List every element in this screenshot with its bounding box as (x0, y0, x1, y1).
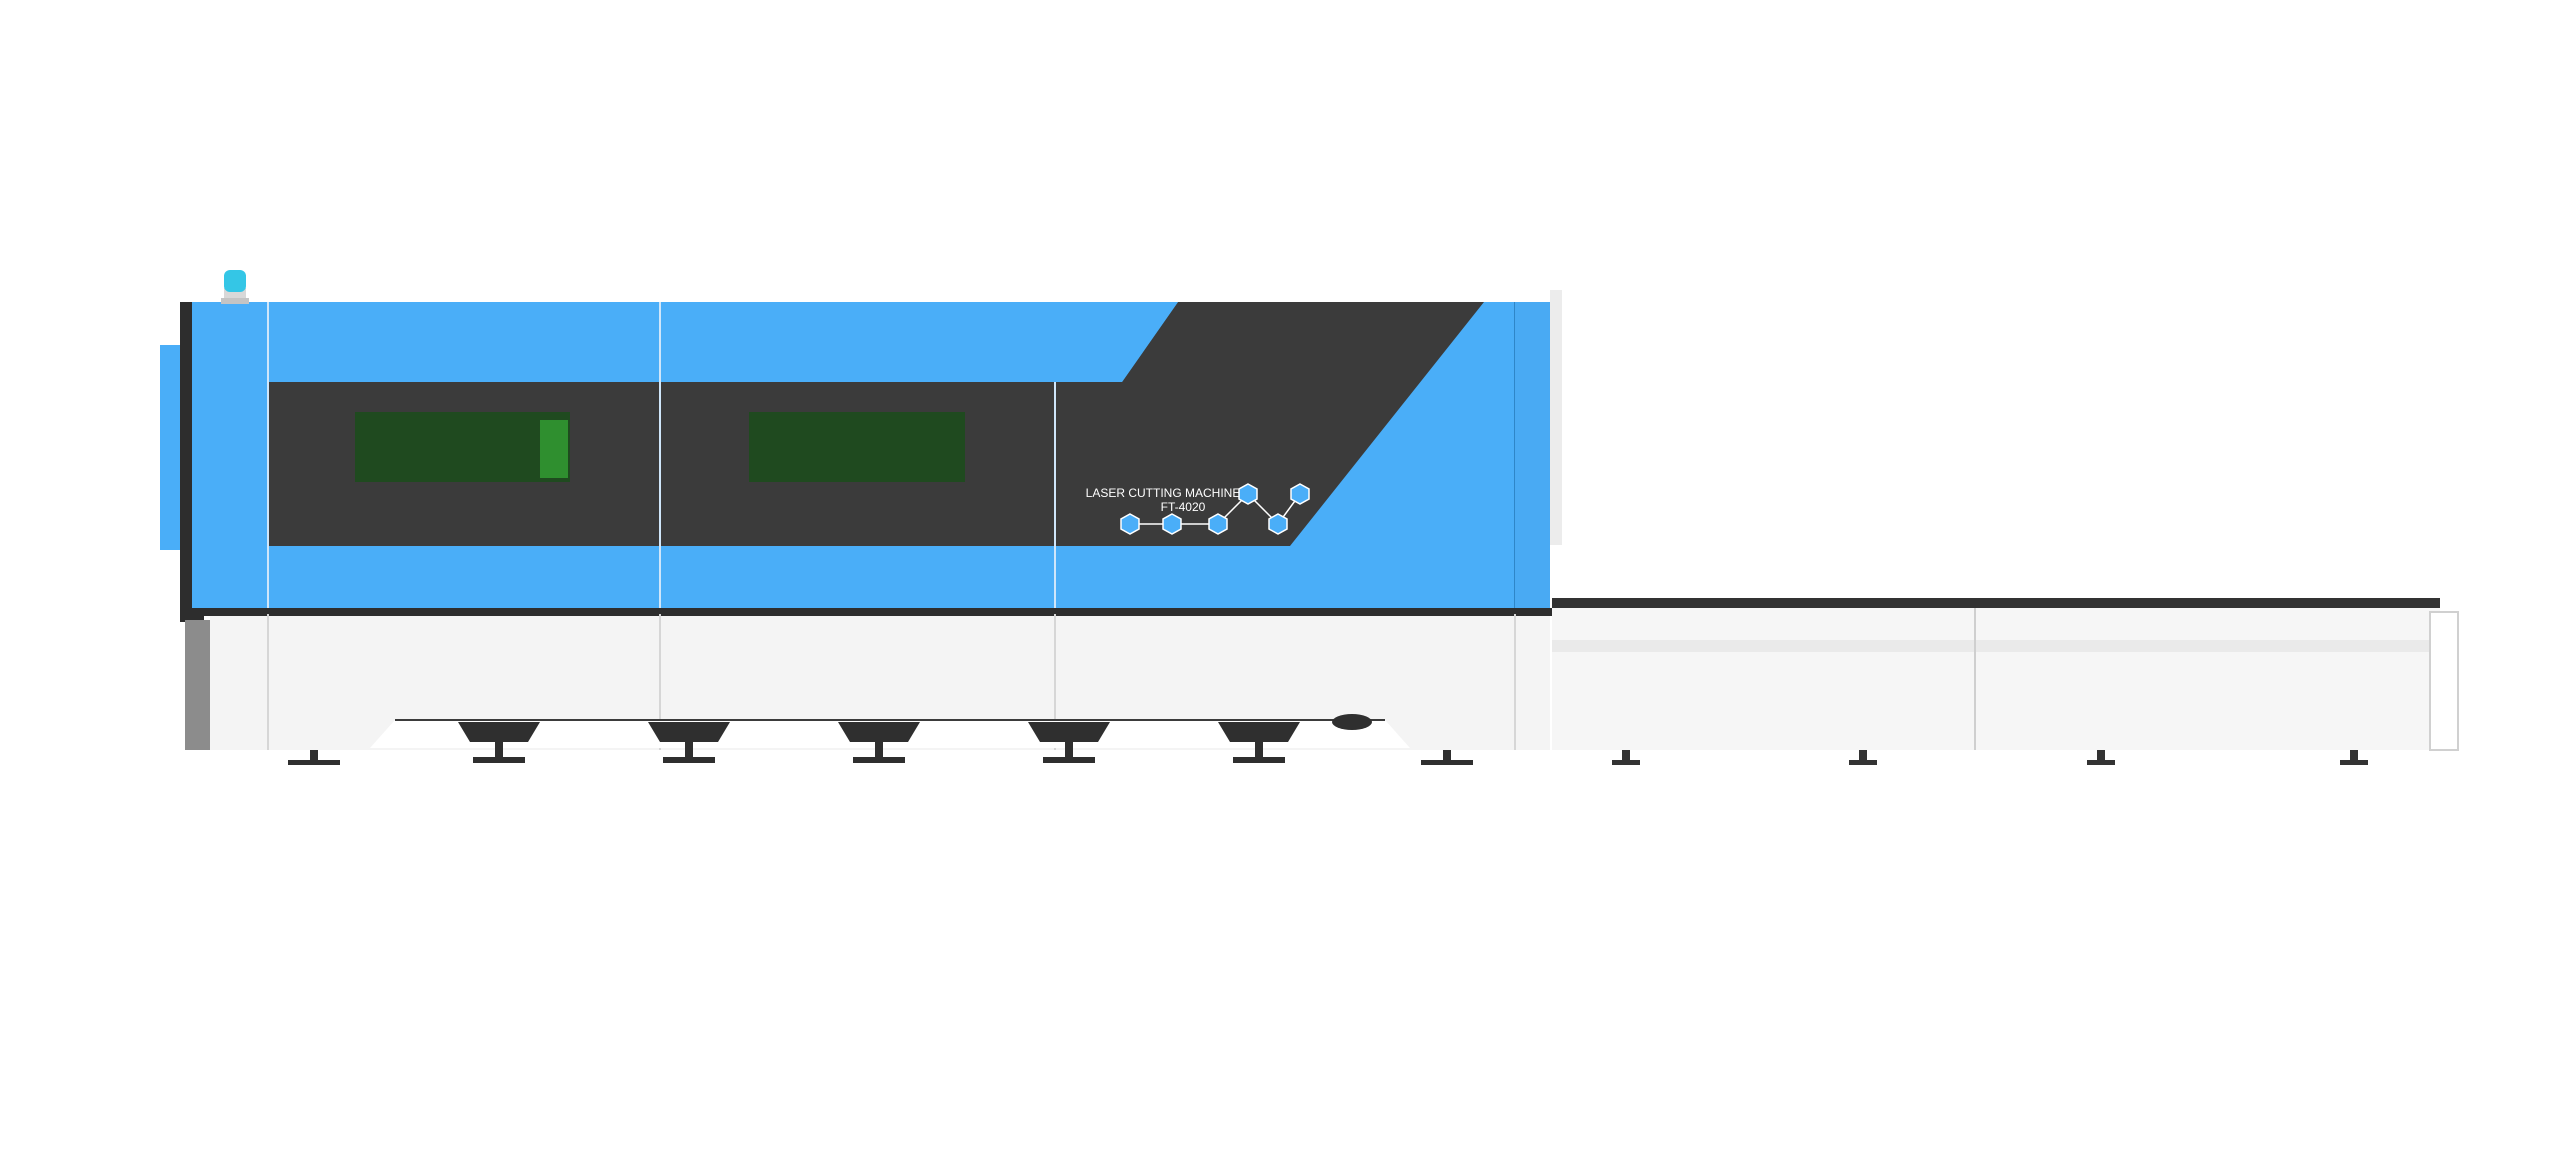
viewing-window-right (749, 412, 965, 482)
viewing-window-left (355, 412, 570, 482)
exchange-table (1552, 598, 2459, 751)
enclosure (267, 290, 1562, 614)
table-feet (1612, 750, 2368, 765)
product-label: LASER CUTTING MACHINE FT-4020 (1086, 486, 1241, 514)
product-label-line2: FT-4020 (1161, 500, 1206, 514)
base-feet (288, 714, 1473, 765)
signal-lamp-icon (221, 270, 249, 304)
product-label-line1: LASER CUTTING MACHINE (1086, 486, 1241, 500)
hexagon-network-icon (1120, 483, 1310, 535)
